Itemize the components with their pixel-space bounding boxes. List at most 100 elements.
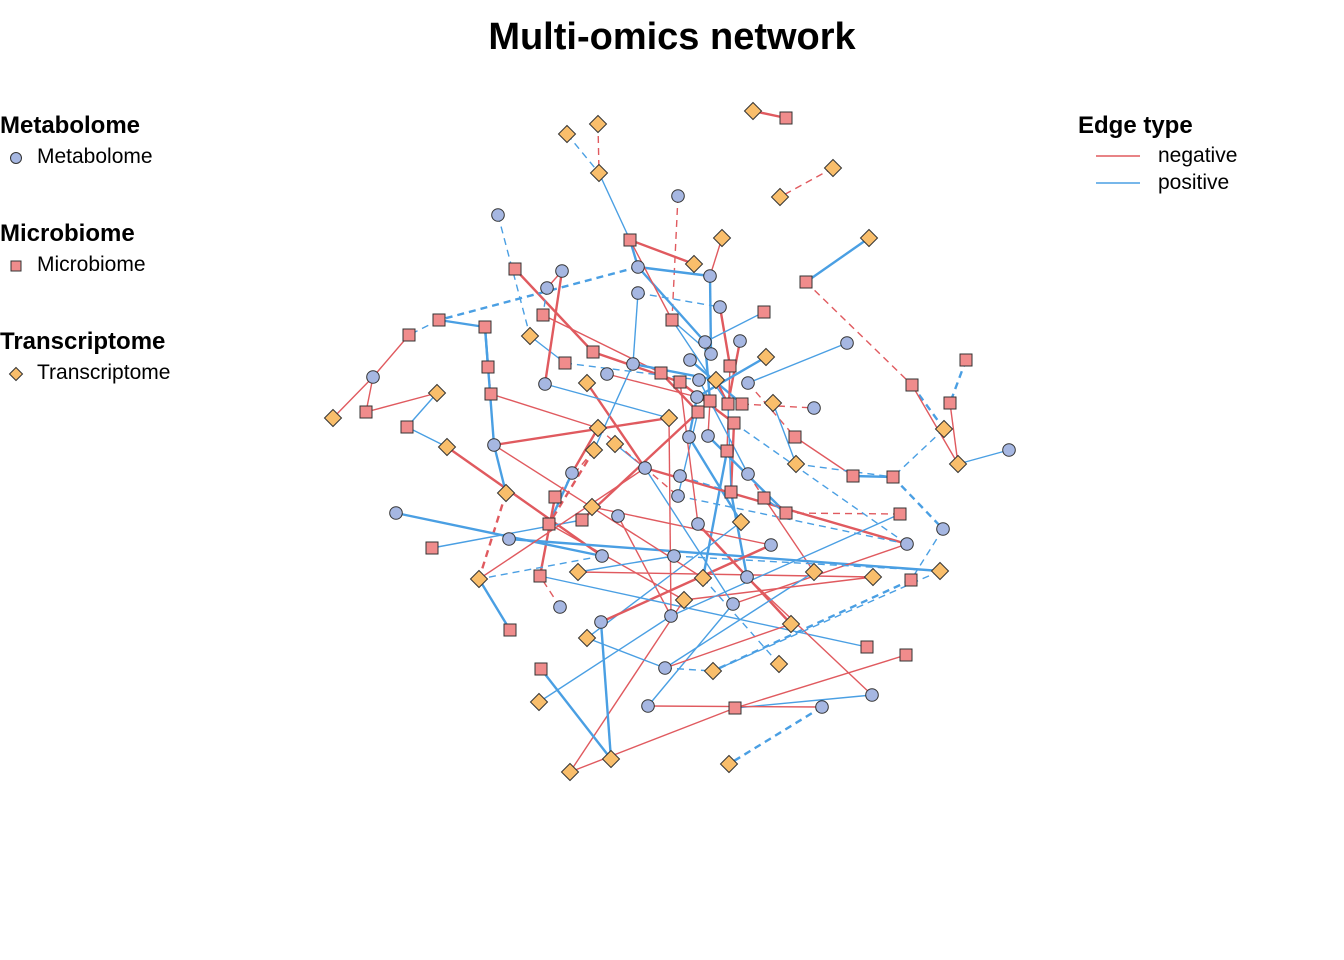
transcriptome-node <box>427 383 447 403</box>
legend-metabolome: Metabolome Metabolome <box>0 112 153 170</box>
microbiome-node <box>779 111 793 125</box>
transcriptome-node <box>719 754 739 774</box>
transcriptome-node <box>577 628 597 648</box>
microbiome-node <box>542 517 556 531</box>
metabolome-node <box>741 467 755 481</box>
transcriptome-node <box>674 590 694 610</box>
microbiome-node <box>846 469 860 483</box>
metabolome-node <box>764 538 778 552</box>
transcriptome-node <box>469 569 489 589</box>
positive-line-icon <box>1096 182 1140 184</box>
transcriptome-diamond-icon <box>8 366 24 382</box>
microbiome-node <box>400 420 414 434</box>
transcriptome-node <box>568 562 588 582</box>
transcriptome-node <box>763 393 783 413</box>
legend-metabolome-entry: Metabolome <box>0 144 153 170</box>
negative-edge <box>577 571 874 578</box>
positive-edge <box>957 449 1010 465</box>
positive-edge <box>598 172 631 241</box>
metabolome-node <box>671 189 685 203</box>
positive-edge <box>438 265 639 322</box>
microbiome-node <box>654 366 668 380</box>
positive-edge <box>438 318 486 329</box>
transcriptome-node <box>712 228 732 248</box>
transcriptome-node <box>781 614 801 634</box>
microbiome-node <box>723 359 737 373</box>
positive-edge <box>704 311 765 343</box>
negative-edge <box>548 523 685 601</box>
metabolome-node <box>366 370 380 384</box>
microbiome-node <box>484 387 498 401</box>
transcriptome-node <box>659 408 679 428</box>
positive-edge <box>734 694 873 709</box>
metabolome-node <box>491 208 505 222</box>
metabolome-circle-icon <box>10 152 22 164</box>
microbiome-node <box>959 353 973 367</box>
negative-edge <box>514 268 594 353</box>
microbiome-node <box>757 305 771 319</box>
legend-microbiome: Microbiome Microbiome <box>0 220 146 278</box>
negative-edge <box>671 195 679 321</box>
positive-edge <box>477 578 512 631</box>
positive-edge <box>637 265 711 278</box>
microbiome-node <box>503 623 517 637</box>
transcriptome-node <box>437 437 457 457</box>
negative-edge <box>547 449 596 525</box>
negative-edge <box>543 270 564 385</box>
negative-edge <box>911 384 959 465</box>
positive-edge <box>677 495 908 545</box>
negative-edge <box>372 334 410 378</box>
metabolome-node <box>641 699 655 713</box>
negative-edge <box>490 393 599 429</box>
negative-edge <box>570 427 600 474</box>
transcriptome-node <box>823 158 843 178</box>
metabolome-node <box>690 390 704 404</box>
legend-metabolome-title: Metabolome <box>0 112 141 139</box>
transcriptome-node <box>934 419 954 439</box>
microbiome-node <box>425 541 439 555</box>
microbiome-node <box>548 490 562 504</box>
microbiome-node <box>728 701 742 715</box>
negative-edge <box>629 239 673 321</box>
microbiome-node <box>757 491 771 505</box>
positive-edge <box>701 450 729 579</box>
metabolome-node <box>538 377 552 391</box>
negative-edge <box>949 402 959 465</box>
positive-edge <box>508 537 941 573</box>
transcriptome-node <box>930 561 950 581</box>
positive-edge <box>540 668 612 760</box>
metabolome-node <box>502 532 516 546</box>
transcriptome-node <box>605 434 625 454</box>
negative-edge <box>617 515 672 617</box>
metabolome-node <box>704 347 718 361</box>
legend-metabolome-label: Metabolome <box>37 145 153 168</box>
microbiome-node <box>703 394 717 408</box>
positive-edge <box>539 575 868 648</box>
transcriptome-node <box>584 440 604 460</box>
metabolome-node <box>671 489 685 503</box>
positive-edge <box>644 467 734 605</box>
microbiome-node <box>886 470 900 484</box>
metabolome-node <box>691 517 705 531</box>
microbiome-node <box>691 405 705 419</box>
metabolome-node <box>740 570 754 584</box>
metabolome-node <box>701 429 715 443</box>
transcriptome-node <box>496 483 516 503</box>
metabolome-node <box>594 615 608 629</box>
positive-edge <box>696 355 767 399</box>
microbiome-node <box>623 233 637 247</box>
positive-edge <box>948 359 968 404</box>
transcriptome-node <box>703 661 723 681</box>
positive-edge <box>586 637 666 669</box>
positive-edge <box>586 521 742 639</box>
legend-transcriptome-entry: Transcriptome <box>0 360 170 386</box>
metabolome-node <box>638 461 652 475</box>
metabolome-node <box>683 353 697 367</box>
network-nodes <box>323 101 1016 782</box>
legend-transcriptome: Transcriptome Transcriptome <box>0 328 170 386</box>
positive-edge <box>566 133 600 174</box>
positive-edge <box>728 705 823 766</box>
microbiome-node <box>586 345 600 359</box>
metabolome-node <box>936 522 950 536</box>
